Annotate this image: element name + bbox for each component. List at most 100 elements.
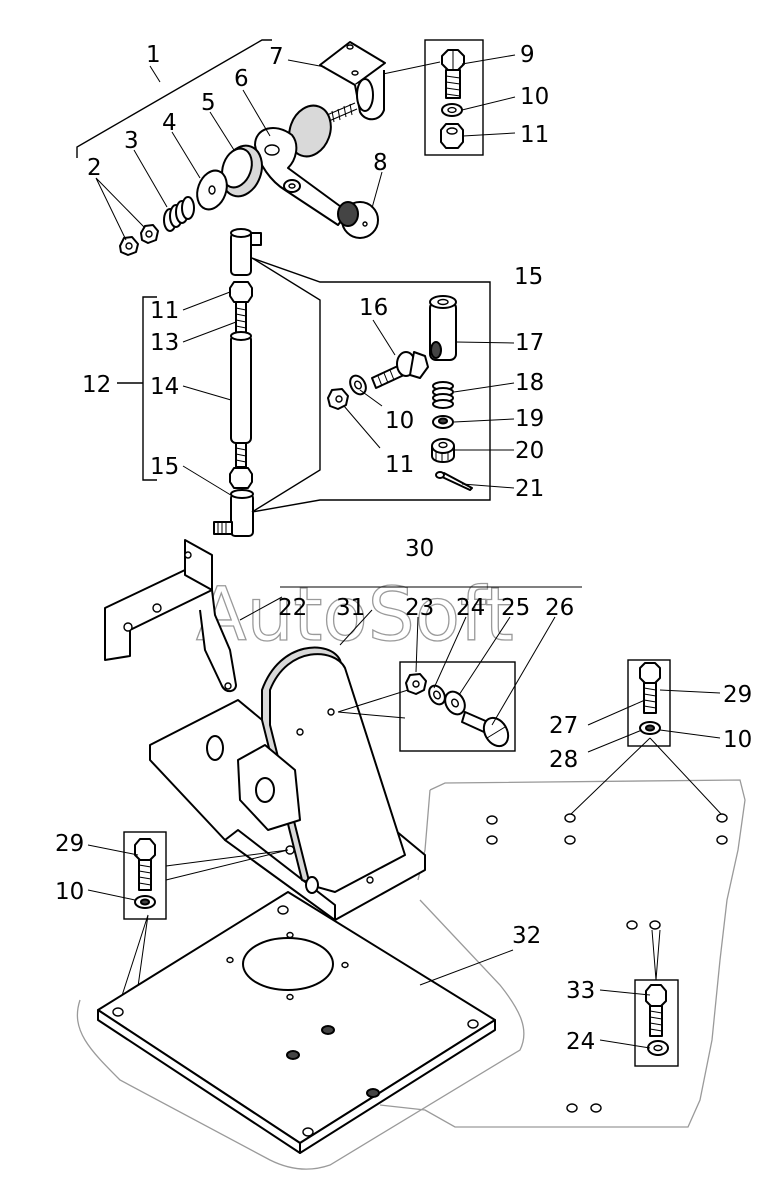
spring-3 xyxy=(163,196,195,232)
callout-1: 1 xyxy=(146,42,161,68)
callout-21: 21 xyxy=(515,476,544,502)
leader-32 xyxy=(419,949,514,986)
washer-24-mid xyxy=(428,684,446,706)
sleeve-17 xyxy=(429,295,457,361)
fastener-box-mid xyxy=(399,661,516,752)
callout-29-left: 29 xyxy=(55,831,84,857)
callout-33: 33 xyxy=(566,978,595,1004)
callout-12: 12 xyxy=(82,372,111,398)
callout-24-lower: 24 xyxy=(566,1029,595,1055)
callout-30: 30 xyxy=(405,536,434,562)
sleeve-15-bottom xyxy=(213,489,254,537)
callout-6: 6 xyxy=(234,66,249,92)
callout-29-right: 29 xyxy=(723,682,752,708)
washer-25 xyxy=(444,690,466,716)
left-box-leaders xyxy=(87,844,139,901)
callout-31: 31 xyxy=(336,595,365,621)
callout-11-top: 11 xyxy=(520,122,549,148)
callout-13: 13 xyxy=(150,330,179,356)
lower-right-leaders xyxy=(599,989,651,1049)
cap-20 xyxy=(431,438,455,463)
disk-5 xyxy=(221,144,263,198)
callout-23: 23 xyxy=(405,595,434,621)
callout-15-box: 15 xyxy=(514,264,543,290)
leader-lower-right-box-to-holes xyxy=(651,929,661,981)
nut-11-rod-bottom xyxy=(229,467,253,489)
right-box-leaders xyxy=(587,689,721,753)
callout-10-mid: 10 xyxy=(385,408,414,434)
rod-leaders xyxy=(182,291,237,498)
callout-2: 2 xyxy=(87,155,102,181)
stud-6 xyxy=(326,102,358,123)
floor-holes xyxy=(486,813,728,1113)
pedal-hinge xyxy=(206,735,319,894)
group-1-bracket xyxy=(76,39,272,158)
callout-10-top: 10 xyxy=(520,84,549,110)
callout-14: 14 xyxy=(150,374,179,400)
thread-13-lower xyxy=(235,442,247,468)
bracket-22 xyxy=(104,539,237,693)
fastener-box-left xyxy=(123,831,167,920)
callout-7: 7 xyxy=(269,44,284,70)
pedal-31 xyxy=(261,646,406,893)
washer-19 xyxy=(432,415,454,429)
washer-10-right xyxy=(639,721,661,735)
knob-8 xyxy=(337,201,379,239)
callout-9: 9 xyxy=(520,42,535,68)
screw-16 xyxy=(371,351,429,389)
callout-3: 3 xyxy=(124,128,139,154)
callout-15-rod: 15 xyxy=(150,454,179,480)
callout-8: 8 xyxy=(373,150,388,176)
callout-27: 27 xyxy=(549,713,578,739)
leader-box-mid xyxy=(337,689,409,719)
callout-25: 25 xyxy=(501,595,530,621)
top-leaders xyxy=(95,54,516,241)
bracket-7 xyxy=(319,41,386,121)
callout-4: 4 xyxy=(162,110,177,136)
nut-11-rod-top xyxy=(229,281,253,303)
lever-6 xyxy=(254,126,349,226)
bolt-29-left xyxy=(134,838,156,891)
callout-24-mid: 24 xyxy=(456,595,485,621)
nut-23 xyxy=(405,673,427,695)
group-12-bracket xyxy=(142,296,157,481)
sleeve-15-top xyxy=(230,228,262,276)
callout-10-left: 10 xyxy=(55,879,84,905)
callout-5: 5 xyxy=(201,90,216,116)
callout-10-right: 10 xyxy=(723,727,752,753)
nut-11-top xyxy=(440,123,464,149)
leader-31 xyxy=(339,609,373,646)
nut-11-mid xyxy=(327,388,349,410)
callout-11-mid: 11 xyxy=(385,452,414,478)
box-mid-leaders xyxy=(415,616,556,726)
callout-18: 18 xyxy=(515,370,544,396)
washer-10-top-hole xyxy=(447,106,457,114)
washer-24-lower xyxy=(647,1040,669,1056)
callout-16: 16 xyxy=(359,295,388,321)
cotter-pin-21 xyxy=(435,471,473,491)
callout-17: 17 xyxy=(515,330,544,356)
bolt-9 xyxy=(441,49,465,99)
washer-4 xyxy=(196,169,228,211)
sleeve-detail-box xyxy=(251,257,491,513)
fastener-box-top xyxy=(424,39,484,156)
callout-11-rod: 11 xyxy=(150,298,179,324)
nuts-2 xyxy=(119,224,159,256)
disk-6 xyxy=(288,104,332,158)
base-plate-32 xyxy=(97,891,496,1154)
washer-10-left xyxy=(134,895,156,909)
screw-26 xyxy=(461,711,510,748)
callout-19: 19 xyxy=(515,406,544,432)
fastener-box-right xyxy=(627,659,671,747)
washer-10-mid xyxy=(349,374,367,396)
leader-left-box-to-pedal xyxy=(165,849,289,881)
leaders-right-to-holes xyxy=(569,737,723,816)
callout-26: 26 xyxy=(545,595,574,621)
callout-28: 28 xyxy=(549,747,578,773)
callout-labels: 1 2 3 4 5 6 7 8 9 10 11 11 13 12 14 15 1… xyxy=(55,42,752,1055)
callout-32: 32 xyxy=(512,923,541,949)
leader-22 xyxy=(239,596,283,621)
spring-18 xyxy=(432,381,454,409)
bolt-33 xyxy=(645,984,667,1037)
leader-box-top xyxy=(382,61,441,75)
